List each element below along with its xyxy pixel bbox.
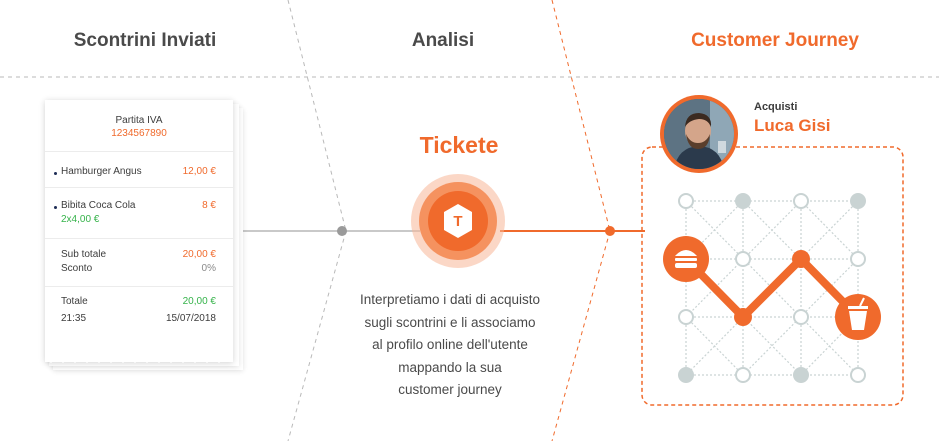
receipt-subtotal-label: Sub totale [61, 249, 107, 260]
receipt-date: 15/07/2018 [165, 313, 216, 324]
receipt-discount-label: Sconto [61, 263, 93, 274]
flow-dot-orange [605, 226, 615, 236]
receipt-time: 21:35 [61, 313, 87, 324]
receipt-item-detail: 2x4,00 € [61, 214, 100, 225]
column-divider-1 [287, 0, 347, 232]
receipt: Partita IVA 1234567890 Hamburger Angus 1… [45, 100, 233, 363]
graph-node-filled [850, 193, 866, 209]
description-line: sugli scontrini e li associamo [364, 314, 536, 330]
graph-node [678, 193, 694, 209]
burger-icon [663, 236, 709, 282]
receipt-item-price: 12,00 € [182, 166, 216, 177]
receipt-subtotal-value: 20,00 € [182, 249, 216, 260]
user-avatar [660, 95, 738, 173]
graph-node [793, 309, 809, 325]
receipt-item-price: 8 € [202, 200, 216, 211]
path-node [792, 250, 810, 268]
brand-name: Tickete [419, 132, 499, 158]
description-line: customer journey [398, 382, 502, 397]
description-line: al profilo online dell'utente [372, 337, 528, 352]
graph-node-filled [678, 367, 694, 383]
receipt-divider [45, 151, 233, 152]
column-title-sent: Scontrini Inviati [73, 30, 217, 51]
graph-node [735, 251, 751, 267]
graph-node-filled [735, 193, 751, 209]
graph-node [850, 367, 866, 383]
description: Interpretiamo i dati di acquisto sugli s… [335, 289, 565, 402]
drink-cup-icon [835, 294, 881, 340]
logo-letter: T [453, 213, 462, 230]
receipt-discount-value: 0% [201, 263, 216, 274]
hexagon-icon [444, 204, 472, 238]
receipt-divider [45, 286, 233, 287]
user-label: Acquisti [754, 101, 798, 113]
column-divider-2 [551, 0, 611, 232]
column-title-journey: Customer Journey [691, 30, 859, 51]
journey-graph [641, 146, 904, 406]
graph-node-filled [793, 367, 809, 383]
journey-path [682, 255, 862, 321]
graph-node [793, 193, 809, 209]
receipt-item-name: Bibita Coca Cola [61, 200, 136, 211]
graph-node [735, 367, 751, 383]
receipt-divider [45, 238, 233, 239]
receipt-divider [45, 187, 233, 188]
graph-node [678, 309, 694, 325]
path-node [734, 308, 752, 326]
graph-node [850, 251, 866, 267]
receipt-torn-edge [45, 354, 233, 363]
bullet-icon [54, 206, 57, 209]
receipt-vat-number: 1234567890 [111, 128, 167, 139]
receipt-item-name: Hamburger Angus [61, 166, 142, 177]
receipt-total-value: 20,00 € [182, 296, 216, 307]
column-title-analysis: Analisi [411, 30, 475, 51]
user-photo-icon [664, 99, 734, 169]
receipt-total-label: Totale [61, 296, 88, 307]
description-line: mappando la sua [398, 359, 502, 375]
bullet-icon [54, 172, 57, 175]
receipt-vat-label: Partita IVA [115, 115, 163, 126]
description-line: Interpretiamo i dati di acquisto [359, 292, 541, 307]
brand-logo: T [411, 174, 505, 268]
flow-dot-gray [337, 226, 347, 236]
user-name: Luca Gisi [754, 116, 831, 135]
journey-frame [641, 146, 904, 406]
